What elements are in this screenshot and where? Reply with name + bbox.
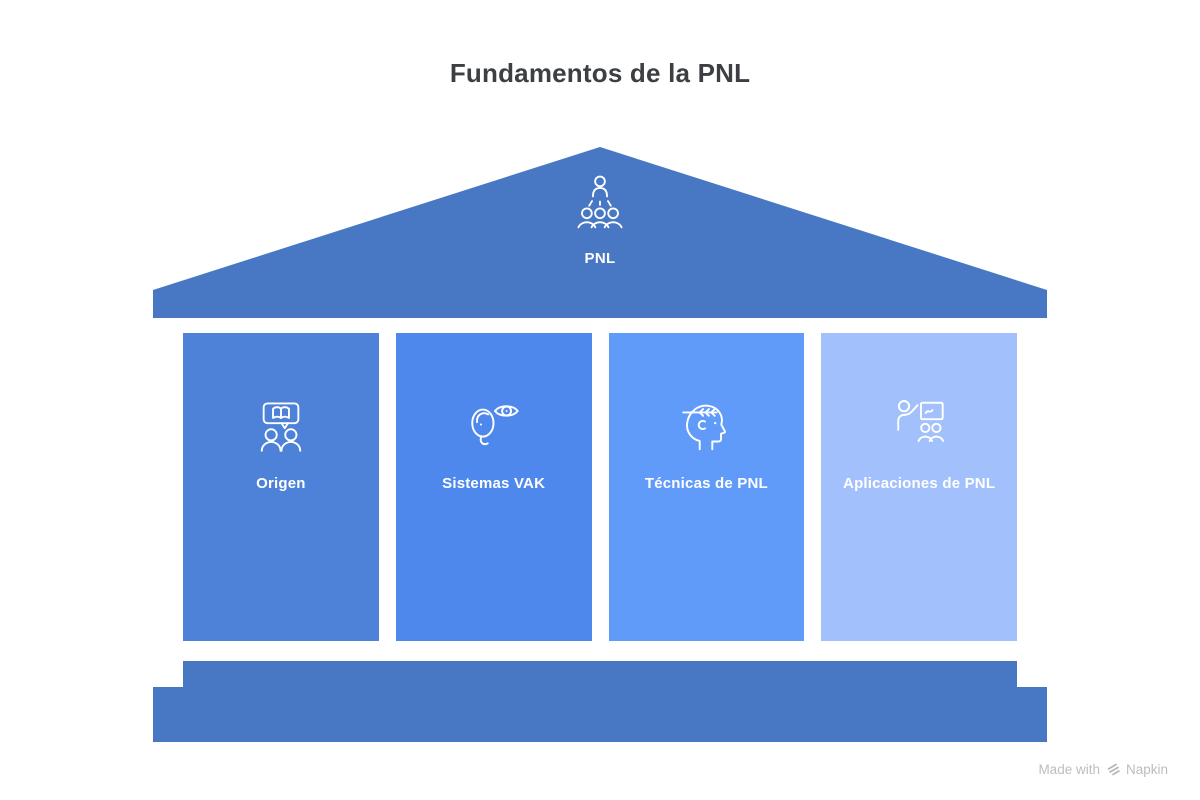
conversation-book-icon	[249, 393, 313, 457]
pillar-sistemas-vak: Sistemas VAK	[395, 333, 592, 641]
watermark-prefix: Made with	[1038, 761, 1100, 777]
base-lower-block	[153, 687, 1047, 742]
napkin-logo-icon	[1107, 763, 1120, 776]
roof-shape	[153, 147, 1047, 318]
base-upper-block	[183, 661, 1017, 687]
presenter-board-icon	[887, 393, 951, 457]
pillar-label: Aplicaciones de PNL	[843, 475, 996, 492]
pillars-row: Origen Sistemas VAK	[183, 333, 1017, 641]
pillar-tecnicas: Técnicas de PNL	[608, 333, 805, 641]
watermark-brand: Napkin	[1125, 761, 1168, 777]
roof-section: PNL	[153, 147, 1047, 318]
roof-label: PNL	[584, 250, 616, 267]
pillar-label: Sistemas VAK	[442, 475, 546, 492]
ear-eye-icon	[462, 393, 526, 457]
presentation-audience-icon	[568, 170, 632, 234]
roof-content: PNL	[153, 170, 1047, 267]
pillar-label: Origen	[256, 475, 306, 492]
diagram-title: Fundamentos de la PNL	[449, 58, 751, 88]
watermark: Made with Napkin	[1038, 761, 1168, 777]
pillar-origen: Origen	[183, 333, 379, 641]
head-arrows-icon	[674, 393, 738, 457]
pillar-label: Técnicas de PNL	[644, 475, 768, 492]
pillar-aplicaciones: Aplicaciones de PNL	[821, 333, 1017, 641]
